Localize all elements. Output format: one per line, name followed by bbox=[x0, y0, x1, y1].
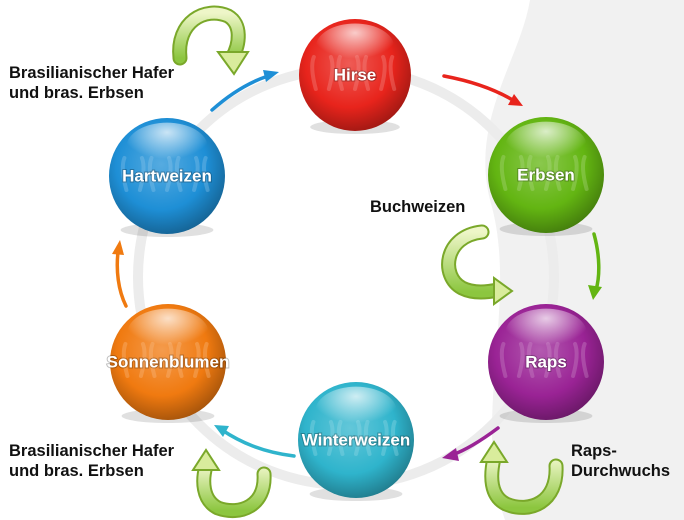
arrow-hirse-to-erbsen bbox=[442, 74, 523, 106]
cover-crop-bottom-left-line2: und bras. Erbsen bbox=[9, 462, 144, 480]
cover-crop-bottom-left-line1: Brasilianischer Hafer bbox=[9, 442, 175, 460]
cover-crop-label-bottom-left: Brasilianischer Hafer und bras. Erbsen bbox=[9, 441, 174, 481]
cover-crop-right-line1: Buchweizen bbox=[370, 198, 466, 216]
rotation-arrows bbox=[112, 70, 602, 461]
cover-crop-label-top-left: Brasilianischer Hafer und bras. Erbsen bbox=[9, 63, 174, 103]
cycle-arrow-top-left bbox=[172, 5, 250, 76]
cover-crop-bottom-right-line1: Raps- bbox=[571, 442, 617, 460]
cover-crop-top-left-line2: und bras. Erbsen bbox=[9, 84, 144, 102]
arrow-raps-to-winterweizen bbox=[442, 426, 500, 461]
crop-sphere-erbsen: Erbsen bbox=[488, 117, 604, 236]
cycle-arrow-right bbox=[441, 224, 514, 306]
crop-sphere-hirse: Hirse bbox=[299, 19, 411, 134]
cover-crop-label-bottom-right: Raps- Durchwuchs bbox=[571, 441, 670, 481]
arrow-winterweizen-to-sonnenblumen bbox=[214, 425, 296, 458]
crop-label-erbsen: Erbsen bbox=[517, 165, 575, 184]
crop-sphere-raps: Raps bbox=[488, 304, 604, 423]
crop-sphere-sonnenblumen: Sonnenblumen bbox=[106, 304, 230, 423]
cycle-arrow-bottom-right bbox=[479, 440, 564, 515]
crop-label-hartweizen: Hartweizen bbox=[122, 166, 212, 185]
arrow-erbsen-to-raps bbox=[588, 232, 602, 300]
cover-crop-cycle-arrows bbox=[172, 5, 564, 519]
crop-label-sonnenblumen: Sonnenblumen bbox=[107, 352, 230, 371]
crop-sphere-hartweizen: Hartweizen bbox=[109, 118, 225, 237]
crop-label-hirse: Hirse bbox=[334, 65, 377, 84]
arrow-sonnenblumen-to-hartweizen bbox=[112, 240, 128, 308]
cover-crop-label-right: Buchweizen bbox=[370, 197, 465, 217]
cover-crop-top-left-line1: Brasilianischer Hafer bbox=[9, 64, 175, 82]
cover-crop-bottom-right-line2: Durchwuchs bbox=[571, 462, 671, 480]
crop-sphere-winterweizen: Winterweizen bbox=[298, 382, 414, 501]
arrow-hartweizen-to-hirse bbox=[210, 70, 279, 112]
crop-label-winterweizen: Winterweizen bbox=[302, 430, 410, 449]
crop-label-raps: Raps bbox=[525, 352, 567, 371]
cycle-arrow-bottom-left bbox=[191, 448, 272, 519]
